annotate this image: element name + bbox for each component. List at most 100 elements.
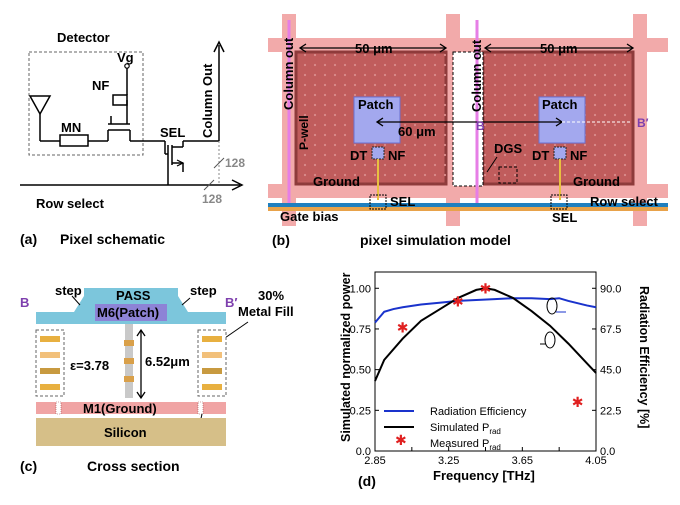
- metal-fill-bars: [40, 324, 222, 398]
- legend-simulated: Simulated Prad: [430, 422, 501, 436]
- measured-point: ✱: [572, 394, 584, 410]
- row-select-label: Row select: [36, 196, 105, 211]
- y-tick-label: 0.0: [356, 446, 371, 458]
- sel-label: SEL: [160, 125, 185, 140]
- detector-box: [28, 51, 144, 156]
- bus-128-vertical: 128: [225, 156, 245, 170]
- dt-label-left: DT: [350, 148, 367, 163]
- dt-transistor: [108, 108, 131, 141]
- legend-radiation-efficiency: Radiation Efficiency: [430, 406, 527, 418]
- dim-50-right: 50 μm: [540, 41, 578, 56]
- patch-label-left: Patch: [358, 97, 393, 112]
- metal-fill-label: Metal Fill: [238, 304, 294, 319]
- x-tick-label: 2.85: [364, 455, 385, 467]
- power-axis-annotation: [544, 331, 556, 349]
- dgs-label: DGS: [494, 141, 523, 156]
- top-rail: [268, 38, 668, 52]
- column-out-arrow: [213, 40, 225, 53]
- y2-tick-label: 90.0: [600, 283, 621, 295]
- y-axis-label: Simulated normalized power: [339, 272, 353, 442]
- y2-tick-label: 67.5: [600, 324, 621, 336]
- dim-50-left: 50 μm: [355, 41, 393, 56]
- panel-a-title: Pixel schematic: [60, 231, 165, 247]
- vg-label: Vg: [117, 50, 134, 65]
- measured-point: ✱: [480, 280, 492, 296]
- row-select-arrow: [231, 179, 244, 191]
- patch-left: [353, 96, 401, 144]
- dim-60: 60 μm: [398, 124, 436, 139]
- bottom-rail: [268, 184, 668, 198]
- y2-tick-label: 22.5: [600, 405, 621, 417]
- legend-measured: Measured Prad: [430, 438, 501, 452]
- silicon-label: Silicon: [104, 425, 147, 440]
- nf-label-right: NF: [570, 148, 587, 163]
- sel-label-left: SEL: [390, 194, 415, 209]
- p-well-label: P-well: [297, 115, 311, 150]
- y-tick-label: 0.50: [350, 365, 371, 377]
- dt-label-right: DT: [532, 148, 549, 163]
- step-label-left: step: [55, 283, 82, 298]
- metal-fill-right: [197, 329, 227, 397]
- thickness-label: 6.52μm: [145, 354, 190, 369]
- bus-128-horizontal: 128: [202, 192, 222, 206]
- mn-label: MN: [61, 120, 81, 135]
- panel-c-label: (c): [20, 458, 37, 474]
- y-tick-label: 0.25: [350, 405, 371, 417]
- sel-transistor: [164, 141, 184, 185]
- chart-plot-area: [374, 271, 597, 452]
- panel-b-simulation-model: Column out Column out 50 μm 50 μm P-well…: [268, 14, 668, 248]
- y-tick-label: 1.00: [350, 283, 371, 295]
- nf-resistor: [112, 94, 128, 106]
- chart-legend: Radiation Efficiency Simulated Prad ✱ Me…: [384, 406, 527, 452]
- panel-b-label: (b): [272, 232, 290, 248]
- legend-measured-marker: ✱: [395, 432, 407, 448]
- gate-bias-label: Gate bias: [280, 209, 339, 224]
- column-out-label-2: Column out: [469, 39, 484, 112]
- row-select-line: [268, 203, 668, 207]
- y-tick-label: 0.75: [350, 324, 371, 336]
- b-prime-marker: B′: [637, 116, 649, 130]
- ground-label-right: Ground: [573, 174, 620, 189]
- ground-label-left: Ground: [313, 174, 360, 189]
- detector-label: Detector: [57, 30, 110, 45]
- panel-b-title: pixel simulation model: [360, 232, 511, 248]
- y2-tick-label: 45.0: [600, 365, 621, 377]
- y2-tick-label: 0.0: [600, 446, 615, 458]
- mn-transistor: [59, 134, 89, 147]
- gate-bias-line: [268, 207, 668, 211]
- epsilon-label: ε=3.78: [70, 358, 109, 373]
- step-label-right: step: [190, 283, 217, 298]
- simulated-p-rad-line: [374, 287, 597, 382]
- panel-c-title: Cross section: [87, 458, 180, 474]
- measured-point: ✱: [452, 293, 464, 309]
- x-tick-label: 4.05: [585, 455, 606, 467]
- antenna-icon: [28, 95, 52, 141]
- nf-label-left: NF: [388, 148, 405, 163]
- x-axis-label: Frequency [THz]: [433, 468, 535, 483]
- metal-fill-left: [35, 329, 65, 397]
- silicon-layer: [36, 418, 226, 446]
- panel-c-cross-section: PASS M6(Patch) step step B B′ 30% Metal …: [20, 283, 294, 474]
- panel-d-label: (d): [358, 473, 376, 489]
- m6-patch-layer: [95, 304, 167, 321]
- column-out-label: Column Out: [200, 63, 215, 138]
- m1-label: M1(Ground): [83, 401, 157, 416]
- b-marker: B: [476, 119, 485, 133]
- y2-axis-label: Radiation Efficiency [%]: [637, 286, 651, 428]
- m1-ground-layer: [36, 402, 226, 414]
- panel-a-schematic: Detector MN NF Vg: [20, 30, 245, 247]
- x-tick-label: 3.65: [512, 455, 533, 467]
- sel-label-right: SEL: [552, 210, 577, 225]
- metal-fill-pct: 30%: [258, 288, 284, 303]
- m6-label: M6(Patch): [97, 305, 159, 320]
- patch-label-right: Patch: [542, 97, 577, 112]
- column-out-label-1: Column out: [281, 37, 296, 110]
- x-tick-label: 3.25: [438, 455, 459, 467]
- b-label-left: B: [20, 295, 29, 310]
- b-prime-label-right: B′: [225, 295, 238, 310]
- patch-right: [538, 96, 586, 144]
- pass-label: PASS: [116, 288, 151, 303]
- panel-a-label: (a): [20, 231, 37, 247]
